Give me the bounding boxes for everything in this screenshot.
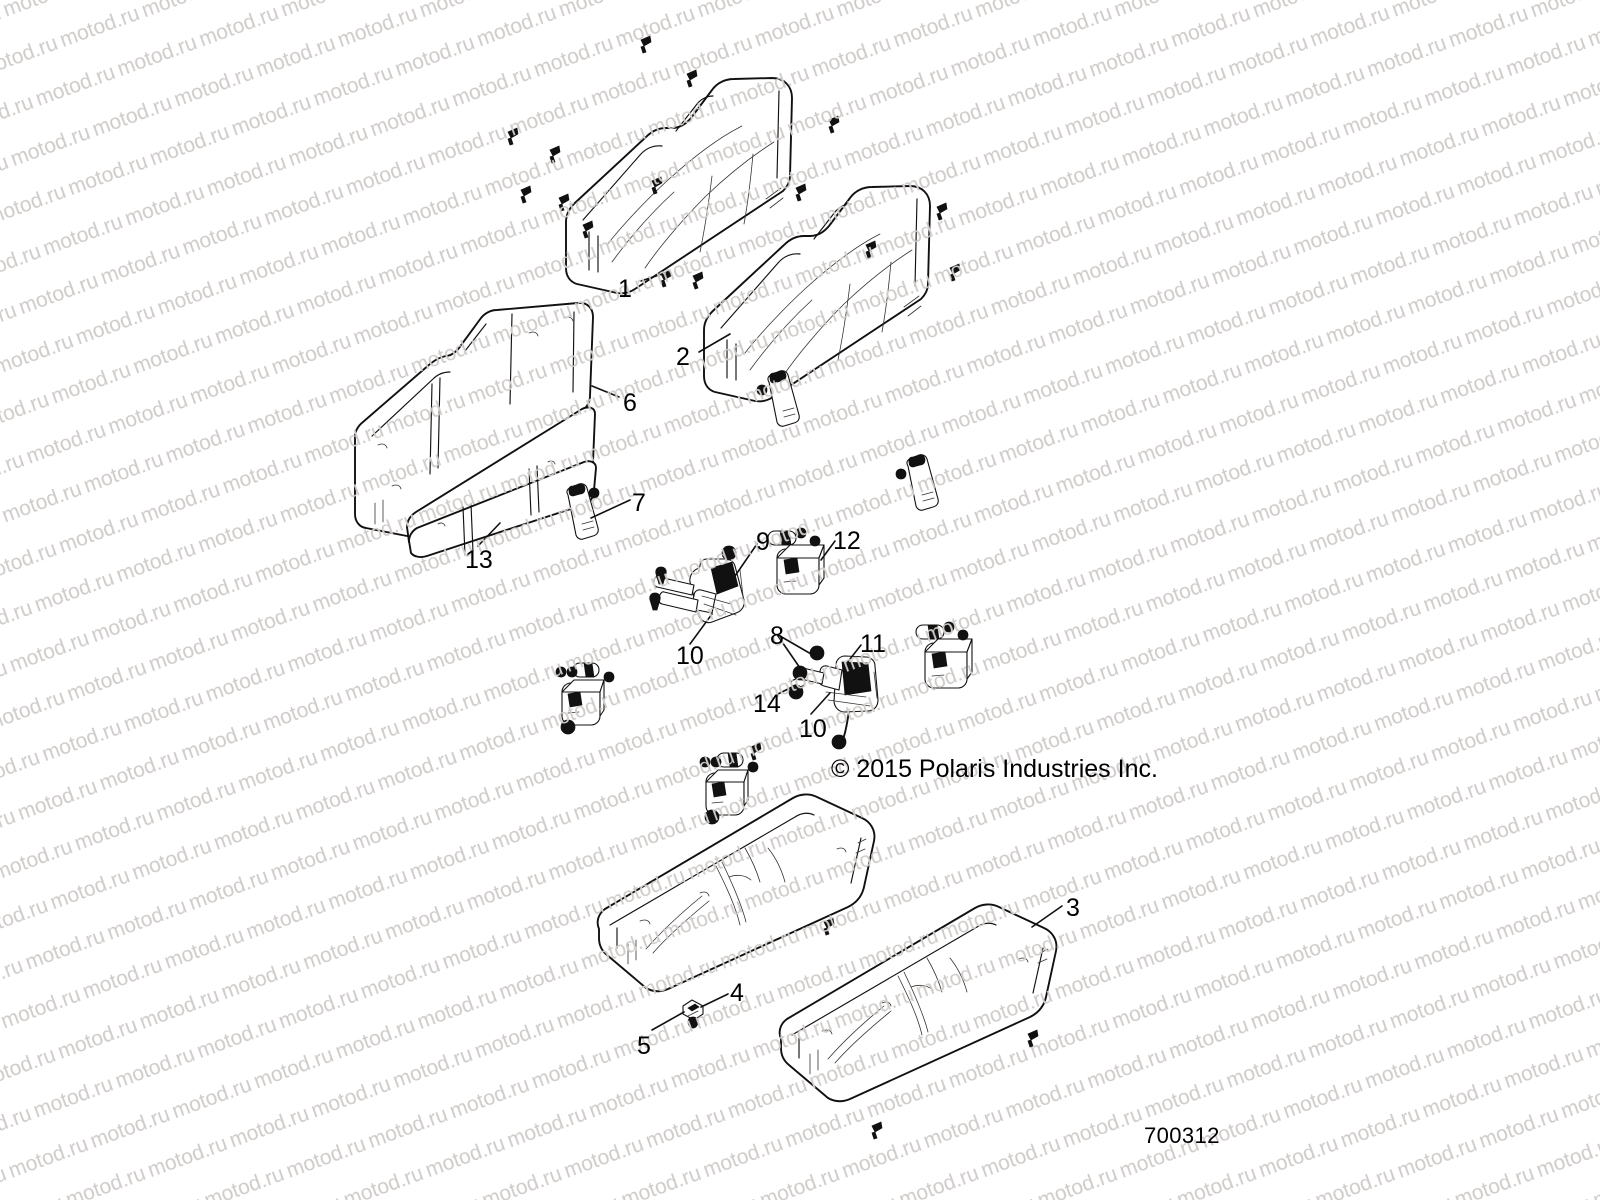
- callout-14: 14: [753, 690, 781, 718]
- callout-13: 13: [465, 546, 493, 574]
- callout-12: 12: [833, 527, 861, 555]
- callout-6: 6: [623, 389, 637, 417]
- callout-5: 5: [637, 1032, 651, 1060]
- callout-3: 3: [1066, 894, 1080, 922]
- part-number: 700312: [1144, 1123, 1220, 1148]
- callout-2: 2: [676, 343, 690, 371]
- callout-10-right: 10: [799, 715, 827, 743]
- copyright-notice: © 2015 Polaris Industries Inc.: [831, 755, 1158, 783]
- callout-11: 11: [860, 630, 886, 658]
- callout-1: 1: [618, 275, 632, 303]
- callout-8: 8: [770, 622, 784, 650]
- callout-10: 10: [676, 642, 704, 670]
- callout-7: 7: [632, 489, 646, 517]
- callout-4: 4: [730, 979, 744, 1007]
- callout-9: 9: [756, 528, 770, 556]
